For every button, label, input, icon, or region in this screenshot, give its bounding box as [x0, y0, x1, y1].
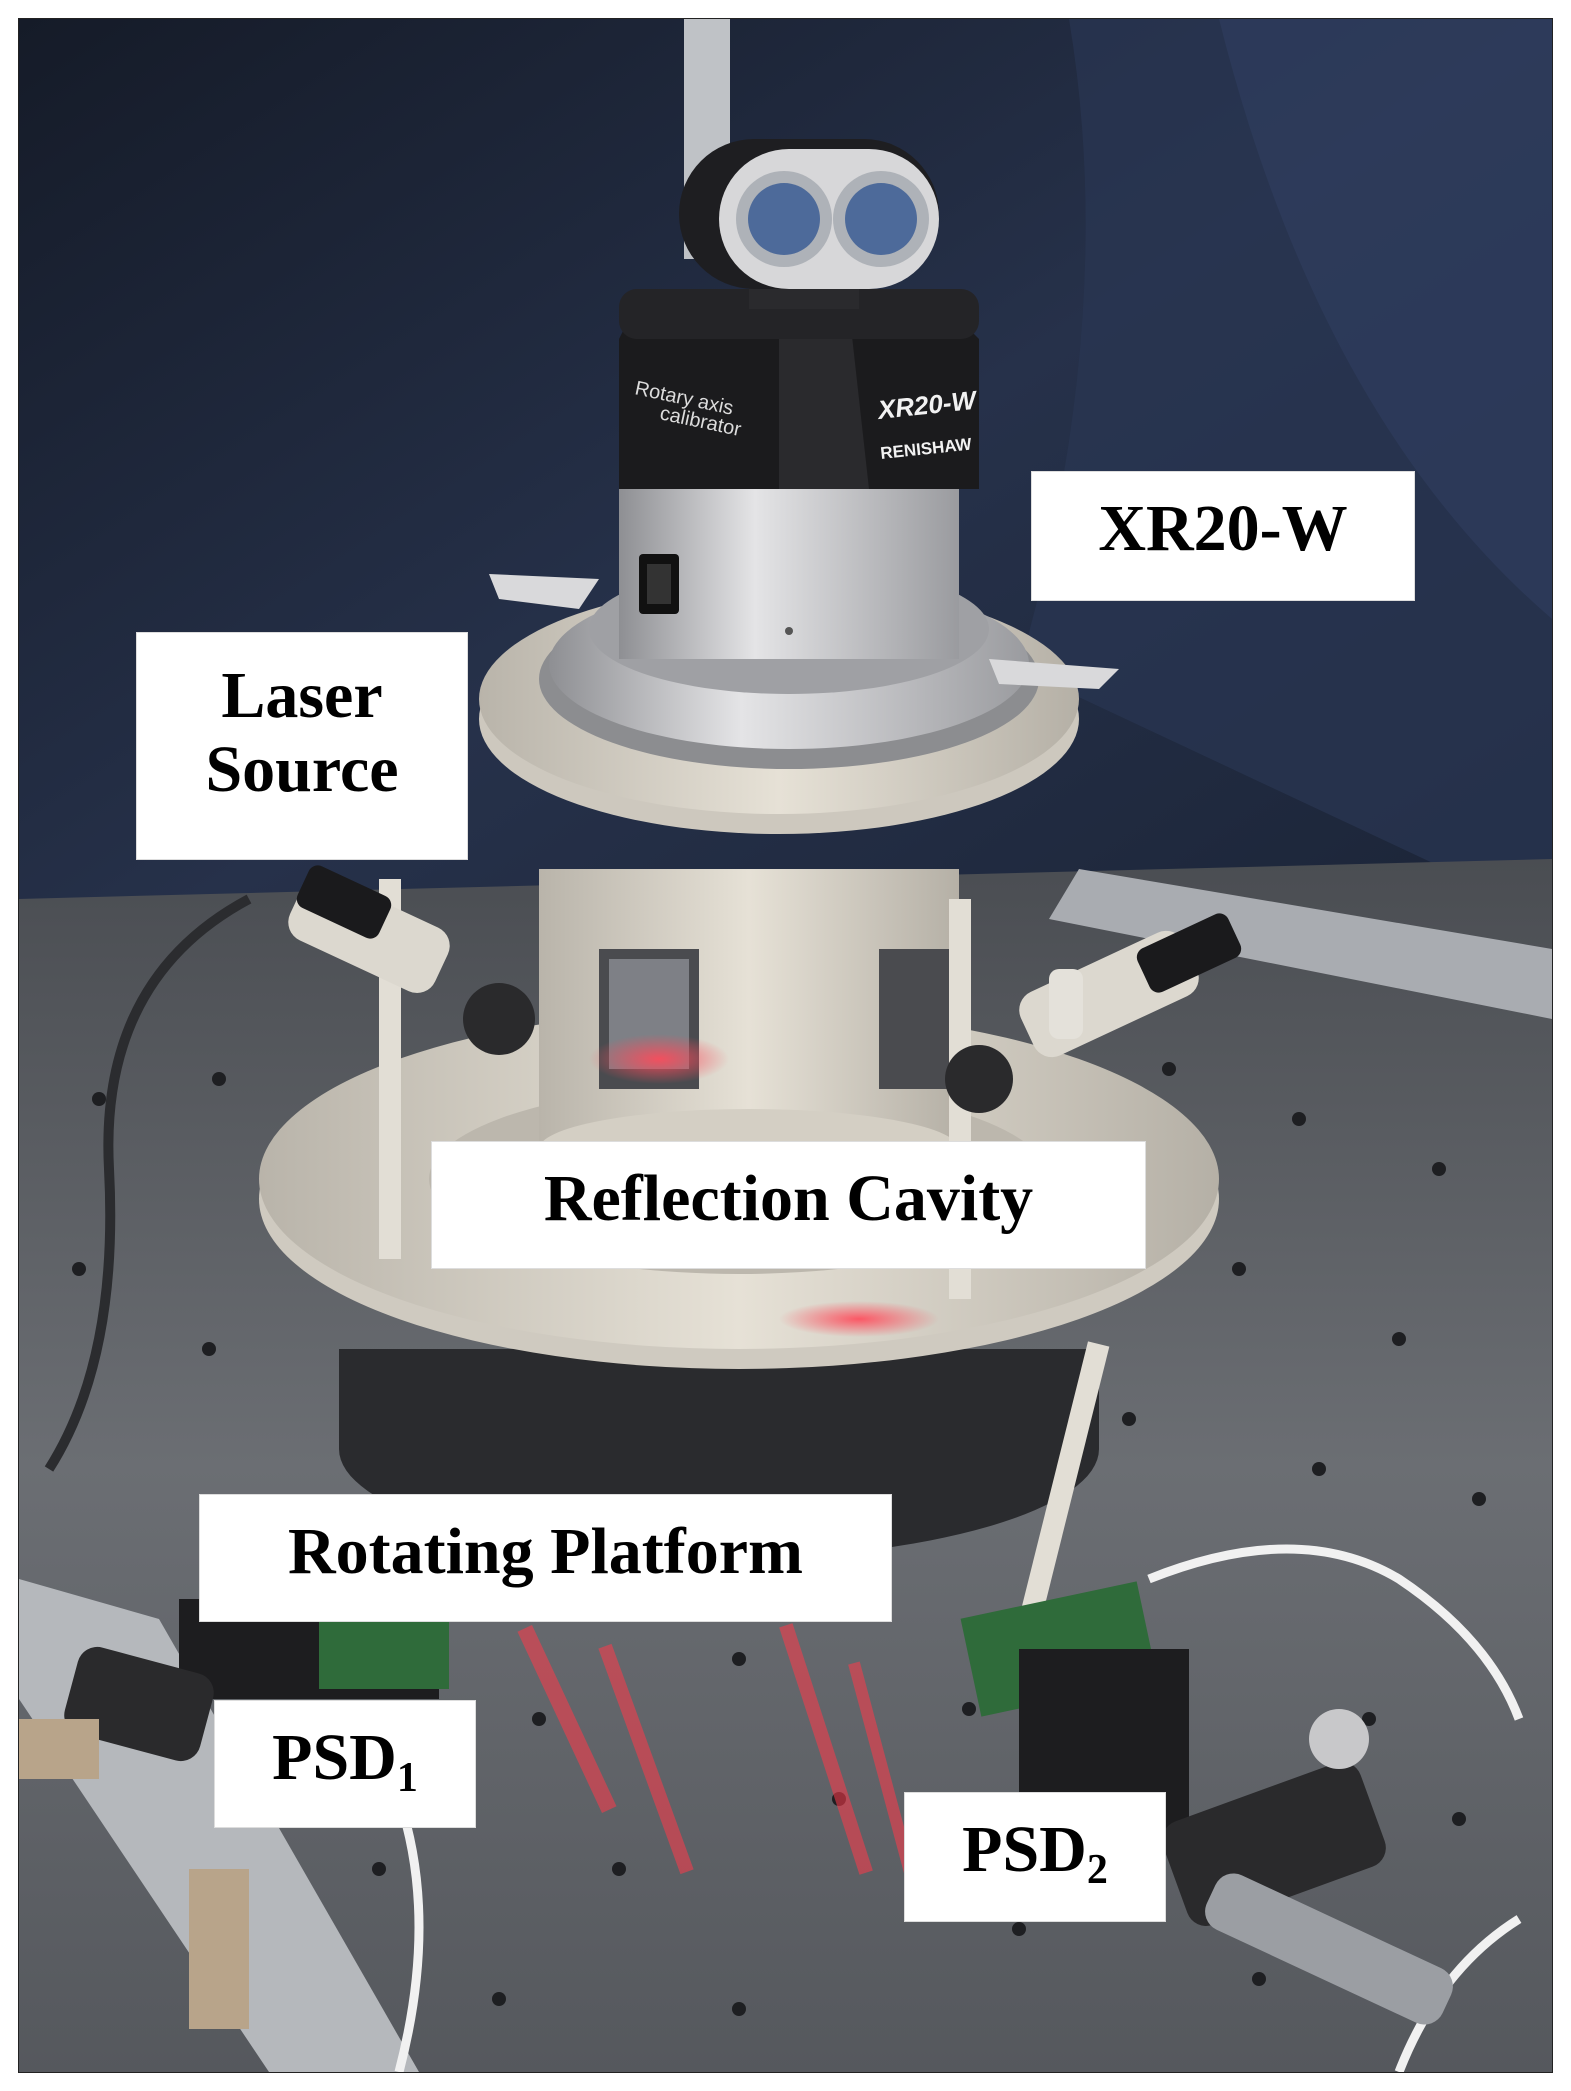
label-laser-line2: Source: [205, 732, 399, 806]
psd-one-label: PSD1: [214, 1700, 476, 1828]
laser-source-mount-right: [945, 913, 1242, 1113]
xr20w-device: Rotary axis calibrator XR20-W RENISHAW: [619, 289, 980, 659]
clamp-right: [989, 659, 1119, 689]
laser-streaks: [517, 1623, 922, 1897]
label-xr20w-text: XR20-W: [1098, 492, 1348, 565]
label-reflection-cavity: Reflection Cavity: [431, 1141, 1146, 1269]
retroreflector-head: [679, 139, 939, 309]
psd2-base-text: PSD: [962, 1813, 1087, 1886]
table-holes: [72, 1062, 1486, 2016]
cable-left: [44, 894, 252, 1472]
cable-right: [1147, 1544, 1524, 1721]
setup-photo: Rotary axis calibrator XR20-W RENISHAW: [18, 18, 1553, 2073]
label-laser-line1: Laser: [221, 659, 383, 732]
label-reflection-cavity-text: Reflection Cavity: [543, 1162, 1034, 1235]
label-rotating-platform-text: Rotating Platform: [287, 1515, 804, 1588]
label-xr20w: XR20-W: [1031, 471, 1415, 601]
label-laser-source: Laser Source: [136, 632, 468, 860]
psd1-assembly: [19, 1599, 449, 2029]
psd1-base-text: PSD: [272, 1721, 397, 1794]
psd1-subscript: 1: [396, 1755, 418, 1801]
psd2-subscript: 2: [1086, 1847, 1108, 1893]
label-rotating-platform: Rotating Platform: [199, 1494, 892, 1622]
laser-source-mount-left: [288, 865, 535, 1055]
psd-two-label: PSD2: [904, 1792, 1166, 1922]
clamp-left: [489, 574, 599, 609]
